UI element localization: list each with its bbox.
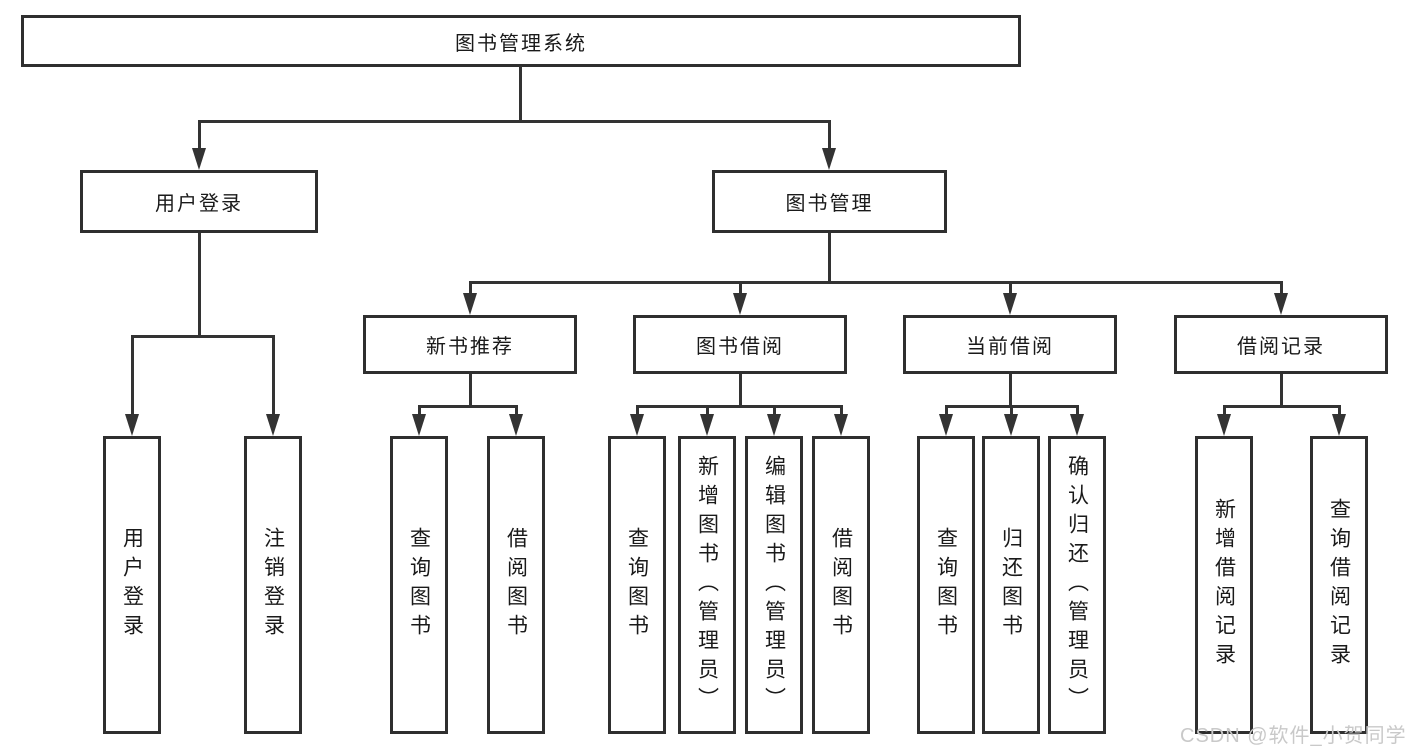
arrow-down-icon — [125, 414, 139, 436]
connector-root-stem — [519, 66, 522, 120]
leaf-borrow-borrow-books-label: 借阅图书 — [829, 527, 853, 643]
node-book-management-label: 图书管理 — [785, 193, 874, 215]
connector-book-borrow-stem — [739, 374, 742, 405]
connector-drop-borrow-records — [1280, 282, 1283, 295]
arrow-down-icon — [733, 293, 747, 315]
arrow-down-icon — [700, 414, 714, 436]
node-library-system: 图书管理系统 — [21, 15, 1021, 67]
connector-borrow-records-bus — [1223, 405, 1341, 408]
node-new-book-recommend: 新书推荐 — [363, 315, 577, 374]
leaf-records-query-record-label: 查询借阅记录 — [1327, 498, 1351, 672]
csdn-watermark: CSDN @软件_小贺同学 — [1180, 725, 1405, 747]
connector-root-bus — [198, 120, 831, 123]
connector-borrow-records-stem — [1280, 374, 1283, 405]
leaf-borrow-query-books: 查询图书 — [608, 436, 666, 734]
leaf-records-add-record: 新增借阅记录 — [1195, 436, 1253, 734]
connector-drop-leaf — [945, 406, 948, 416]
leaf-borrow-add-books-admin: 新增图书（管理员） — [678, 436, 736, 734]
node-user-login: 用户登录 — [80, 170, 318, 233]
leaf-newbook-query-books: 查询图书 — [390, 436, 448, 734]
arrow-down-icon — [1004, 414, 1018, 436]
leaf-user-login-label: 用户登录 — [120, 527, 144, 643]
leaf-logout: 注销登录 — [244, 436, 302, 734]
connector-drop-leaf — [131, 336, 134, 416]
arrow-down-icon — [834, 414, 848, 436]
node-current-borrow-label: 当前借阅 — [966, 336, 1054, 358]
leaf-borrow-borrow-books: 借阅图书 — [812, 436, 870, 734]
connector-book-management-bus — [469, 281, 1283, 284]
node-current-borrow: 当前借阅 — [903, 315, 1117, 374]
connector-drop-book-management — [828, 121, 831, 150]
node-book-borrow: 图书借阅 — [633, 315, 847, 374]
connector-book-borrow-bus — [636, 405, 843, 408]
node-user-login-label: 用户登录 — [155, 193, 243, 215]
arrow-down-icon — [266, 414, 280, 436]
arrow-down-icon — [192, 148, 206, 170]
node-book-management: 图书管理 — [712, 170, 947, 233]
leaf-current-return-books: 归还图书 — [982, 436, 1040, 734]
arrow-down-icon — [767, 414, 781, 436]
connector-drop-leaf — [1338, 406, 1341, 416]
connector-drop-new-book — [469, 282, 472, 295]
connector-drop-leaf — [1223, 406, 1226, 416]
leaf-newbook-borrow-books-label: 借阅图书 — [504, 527, 528, 643]
leaf-borrow-edit-books-admin-label: 编辑图书（管理员） — [762, 454, 786, 716]
connector-book-management-stem — [828, 233, 831, 281]
node-new-book-recommend-label: 新书推荐 — [426, 336, 514, 358]
arrow-down-icon — [1070, 414, 1084, 436]
leaf-borrow-edit-books-admin: 编辑图书（管理员） — [745, 436, 803, 734]
connector-drop-leaf — [1076, 406, 1079, 416]
connector-drop-book-borrow — [739, 282, 742, 295]
leaf-current-return-books-label: 归还图书 — [999, 527, 1023, 643]
arrow-down-icon — [509, 414, 523, 436]
connector-drop-leaf — [773, 406, 776, 416]
connector-current-borrow-stem — [1009, 374, 1012, 405]
leaf-newbook-query-books-label: 查询图书 — [407, 527, 431, 643]
connector-drop-leaf — [636, 406, 639, 416]
connector-user-login-bus — [131, 335, 275, 338]
node-borrow-records-label: 借阅记录 — [1237, 336, 1325, 358]
connector-drop-leaf — [1010, 406, 1013, 416]
arrow-down-icon — [822, 148, 836, 170]
arrow-down-icon — [1003, 293, 1017, 315]
connector-user-login-stem — [198, 233, 201, 335]
connector-new-book-stem — [469, 374, 472, 405]
leaf-user-login: 用户登录 — [103, 436, 161, 734]
leaf-current-confirm-return-admin-label: 确认归还（管理员） — [1065, 454, 1089, 716]
connector-drop-leaf — [272, 336, 275, 416]
arrow-down-icon — [1332, 414, 1346, 436]
leaf-borrow-add-books-admin-label: 新增图书（管理员） — [695, 454, 719, 716]
node-library-system-label: 图书管理系统 — [455, 32, 587, 55]
connector-drop-leaf — [840, 406, 843, 416]
arrow-down-icon — [412, 414, 426, 436]
leaf-current-query-books-label: 查询图书 — [934, 527, 958, 643]
leaf-records-add-record-label: 新增借阅记录 — [1212, 498, 1236, 672]
arrow-down-icon — [1217, 414, 1231, 436]
connector-new-book-bus — [418, 405, 518, 408]
node-borrow-records: 借阅记录 — [1174, 315, 1388, 374]
connector-drop-leaf — [706, 406, 709, 416]
leaf-logout-label: 注销登录 — [261, 527, 285, 643]
leaf-newbook-borrow-books: 借阅图书 — [487, 436, 545, 734]
leaf-current-query-books: 查询图书 — [917, 436, 975, 734]
connector-drop-leaf — [418, 406, 421, 416]
connector-drop-current-borrow — [1009, 282, 1012, 295]
node-book-borrow-label: 图书借阅 — [696, 336, 784, 358]
connector-drop-leaf — [515, 406, 518, 416]
leaf-records-query-record: 查询借阅记录 — [1310, 436, 1368, 734]
arrow-down-icon — [463, 293, 477, 315]
connector-drop-user-login — [198, 121, 201, 150]
arrow-down-icon — [1274, 293, 1288, 315]
leaf-borrow-query-books-label: 查询图书 — [625, 527, 649, 643]
leaf-current-confirm-return-admin: 确认归还（管理员） — [1048, 436, 1106, 734]
arrow-down-icon — [939, 414, 953, 436]
arrow-down-icon — [630, 414, 644, 436]
